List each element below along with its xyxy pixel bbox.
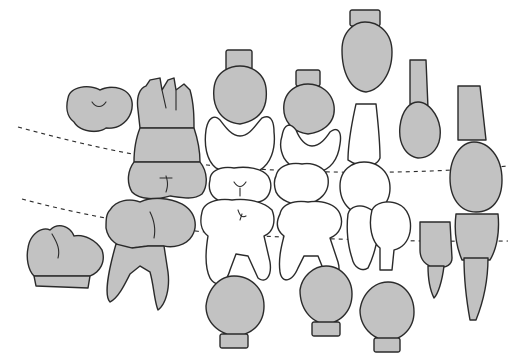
right-tall-tooth-root: [464, 258, 488, 320]
right-upper-root: [410, 60, 428, 108]
right-tall-tooth-lower: [455, 214, 498, 260]
lower-unerupted-stub-2: [312, 322, 340, 336]
lower-molar-roots: [107, 244, 168, 310]
upper-occlusal-crown-1: [209, 167, 270, 203]
lower-unerupted-stub-1: [220, 334, 248, 348]
right-tall-tooth-root-top: [458, 86, 486, 140]
upper-narrow-canine: [348, 104, 380, 166]
lower-right-incisor-root: [428, 266, 444, 298]
lower-left-crown: [27, 226, 103, 276]
lower-unerupted-teeth: [206, 266, 414, 352]
upper-molar-column: [128, 78, 206, 199]
upper-deciduous-molar-1: [205, 117, 274, 173]
lower-unerupted-crown-2: [300, 266, 352, 324]
lower-deciduous-molars: [201, 199, 411, 283]
lower-deciduous-incisor: [370, 202, 410, 270]
right-upper-crown: [400, 102, 441, 158]
upper-occlusal-crown-2: [275, 164, 329, 205]
upper-molar-roots: [137, 78, 194, 128]
lower-unerupted-stub-3: [374, 338, 400, 352]
lower-isolated-crown: [27, 226, 103, 288]
isolated-upper-crown: [67, 87, 132, 132]
top-oval-crown: [342, 22, 392, 92]
lower-left-crown-base: [34, 276, 90, 288]
upper-unerupted-crown: [214, 66, 267, 124]
lower-deciduous-molar-1: [201, 199, 274, 283]
lower-unerupted-crown-3: [360, 282, 414, 340]
lower-unerupted-crown-1: [206, 276, 264, 336]
right-tall-tooth-crown: [450, 142, 502, 212]
lower-molar: [106, 198, 195, 310]
lower-molar-crown: [106, 198, 195, 248]
upper-molar-body: [134, 128, 200, 162]
lower-right-incisor-crown: [420, 222, 452, 268]
